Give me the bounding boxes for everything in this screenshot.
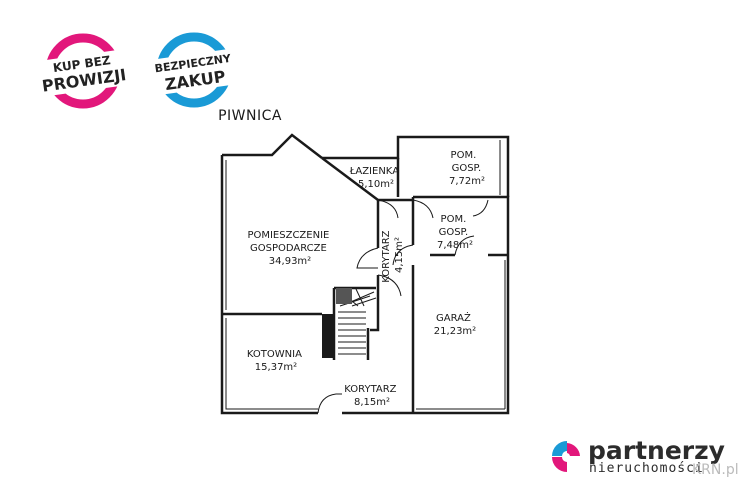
brand-mark-icon bbox=[552, 441, 580, 472]
room-label-korytarz-vertical: KORYTARZ 4,15m² bbox=[381, 227, 405, 282]
brand-logo: partnerzy nieruchomości bbox=[552, 436, 725, 476]
room-labels: ŁAZIENKA 5,10m² POM. GOSP. 7,72m² POM. G… bbox=[247, 150, 485, 408]
room-label-pomieszczenie-gospodarcze: POMIESZCZENIE GOSPODARCZE 34,93m² bbox=[247, 230, 332, 267]
room-label-korytarz-bottom: KORYTARZ 8,15m² bbox=[344, 384, 399, 408]
brand-subtitle: nieruchomości bbox=[589, 461, 704, 476]
room-label-kotownia: KOTOWNIA 15,37m² bbox=[247, 349, 305, 373]
badge-kup-bez-prowizji: KUP BEZ PROWIZJI bbox=[31, 33, 135, 109]
room-label-pom-gosp-2: POM. GOSP. 7,48m² bbox=[437, 214, 473, 251]
floor-plan-details bbox=[225, 140, 506, 414]
watermark: KRN.pl bbox=[692, 462, 739, 478]
room-label-lazienka: ŁAZIENKA 5,10m² bbox=[349, 166, 402, 190]
room-label-pom-gosp-1: POM. GOSP. 7,72m² bbox=[449, 150, 485, 187]
floor-plan bbox=[220, 133, 510, 415]
plan-title: PIWNICA bbox=[218, 108, 282, 124]
hatched-block bbox=[322, 288, 352, 358]
brand-name: partnerzy bbox=[588, 436, 725, 465]
room-label-garaz: GARAŻ 21,23m² bbox=[434, 311, 476, 337]
badge-bezpieczny-zakup: BEZPIECZNY ZAKUP bbox=[141, 32, 247, 108]
